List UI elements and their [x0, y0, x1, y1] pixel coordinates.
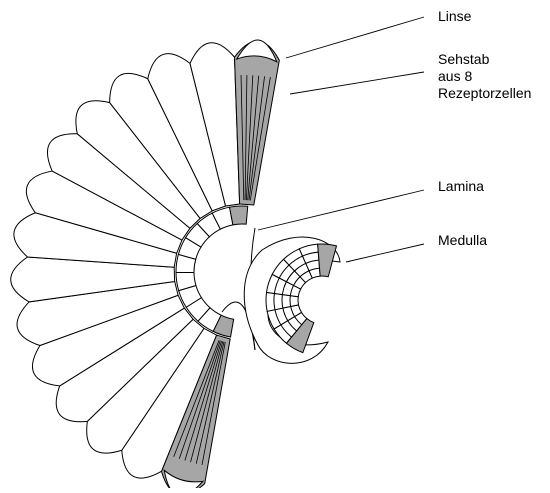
- leader-line-linse: [286, 17, 424, 58]
- leader-line-lamina: [258, 190, 424, 230]
- label-linse: Linse: [438, 8, 471, 25]
- lamina-cartridge: [230, 206, 248, 225]
- label-sehstab-line-1: Sehstab: [438, 51, 531, 68]
- leader-line-medulla: [346, 244, 424, 262]
- label-lamina: Lamina: [438, 178, 484, 195]
- label-sehstab: Sehstab aus 8 Rezeptorzellen: [438, 51, 531, 102]
- ommatidium-rhabdom: [235, 41, 280, 205]
- label-sehstab-line-2: aus 8: [438, 68, 531, 85]
- label-medulla: Medulla: [438, 232, 487, 249]
- leader-line-sehstab: [290, 72, 424, 94]
- label-sehstab-line-3: Rezeptorzellen: [438, 85, 531, 102]
